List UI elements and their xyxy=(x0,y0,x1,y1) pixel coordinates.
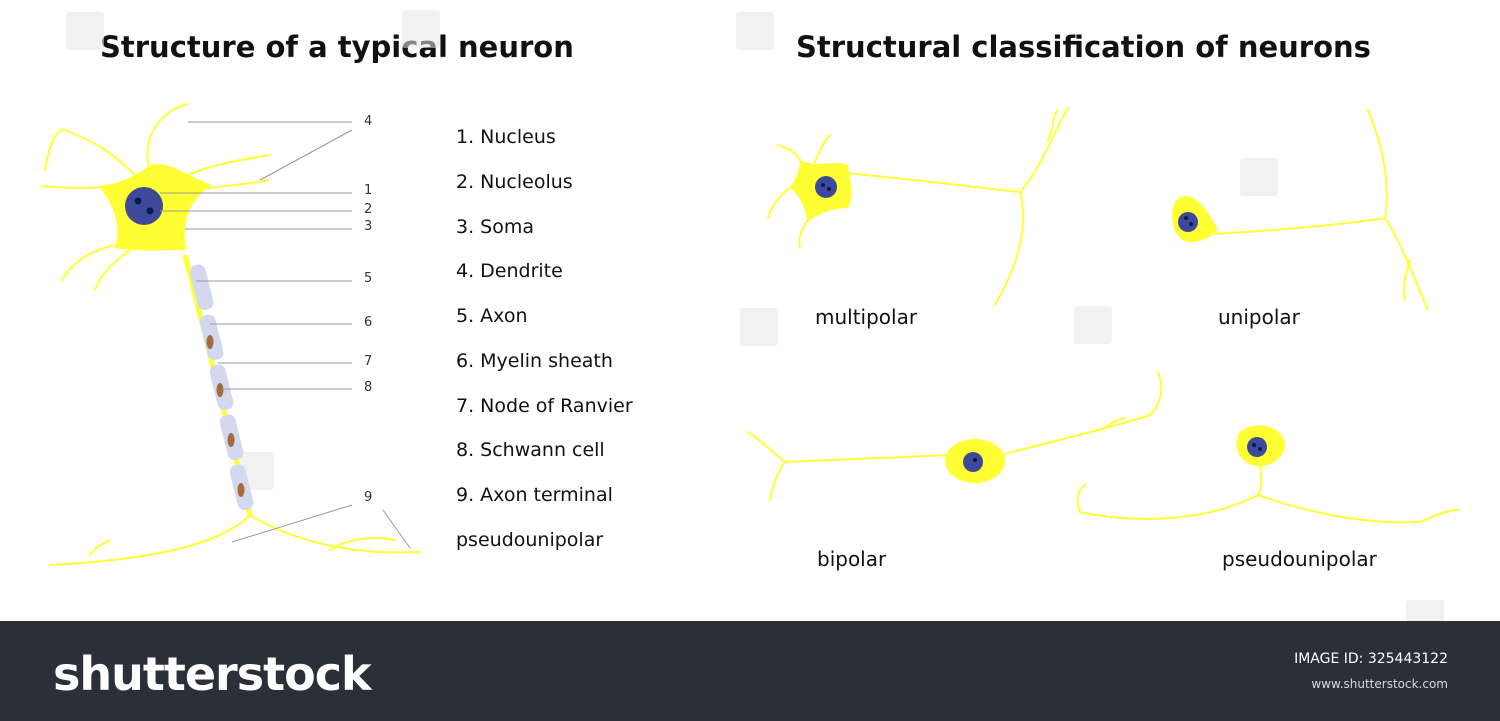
callout-number-1: 1 xyxy=(364,183,373,198)
watermark-tile xyxy=(740,308,778,346)
watermark-tile xyxy=(736,12,774,50)
image-id-label: IMAGE ID: xyxy=(1294,651,1364,667)
callout-number-5: 5 xyxy=(364,271,373,286)
legend-item: 4. Dendrite xyxy=(456,260,563,283)
label-multipolar: multipolar xyxy=(815,305,918,329)
legend-item: 7. Node of Ranvier xyxy=(456,394,633,417)
neuron-diagram xyxy=(41,103,1459,566)
callout-number-4: 4 xyxy=(364,114,373,129)
label-bipolar: bipolar xyxy=(817,547,887,571)
legend-item: 3. Soma xyxy=(456,215,535,238)
label-pseudounipolar: pseudounipolar xyxy=(1222,547,1377,571)
site-url: www.shutterstock.com xyxy=(1311,677,1448,691)
watermark-tile xyxy=(1240,158,1278,196)
legend-item: 9. Axon terminal xyxy=(456,484,613,506)
image-id-value: 325443122 xyxy=(1367,651,1448,667)
legend-item: 2. Nucleolus xyxy=(456,170,573,193)
nucleolus-icon xyxy=(134,197,142,205)
watermark-tile xyxy=(402,10,440,48)
legend-item: 5. Axon xyxy=(456,305,528,327)
structure-legend: 1. Nucleus 2. Nucleolus 3. Soma 4. Dendr… xyxy=(456,124,633,572)
bipolar-neuron xyxy=(747,371,1163,501)
legend-item: 1. Nucleus xyxy=(456,126,556,148)
unipolar-neuron xyxy=(1171,109,1429,311)
nucleolus-icon xyxy=(146,207,154,215)
callout-number-8: 8 xyxy=(364,380,373,395)
callout-number-7: 7 xyxy=(364,354,373,369)
watermark-tile xyxy=(1074,306,1112,344)
page-title-structure: Structure of a typical neuron xyxy=(100,30,574,64)
legend-item: 6. Myelin sheath xyxy=(456,349,613,372)
callout-number-3: 3 xyxy=(364,219,373,234)
typical-neuron-nucleus xyxy=(125,187,163,225)
watermark-tile xyxy=(66,12,104,50)
legend-item: 8. Schwann cell xyxy=(456,439,605,462)
image-id: IMAGE ID: 325443122 xyxy=(1294,651,1448,667)
pseudounipolar-neuron xyxy=(1076,425,1459,524)
multipolar-neuron xyxy=(767,107,1069,306)
typical-neuron-dendrites xyxy=(41,103,271,291)
shutterstock-logo: shutterstock xyxy=(53,647,372,701)
callout-number-2: 2 xyxy=(364,202,373,217)
callout-number-6: 6 xyxy=(364,315,373,330)
legend-item: pseudounipolar xyxy=(456,528,604,551)
axon-with-myelin xyxy=(182,254,254,516)
page-title-classification: Structural classification of neurons xyxy=(796,30,1371,64)
label-unipolar: unipolar xyxy=(1218,305,1300,329)
callout-lines xyxy=(160,121,411,549)
callout-number-9: 9 xyxy=(364,490,373,505)
axon-terminal xyxy=(49,514,421,566)
footer-bar: shutterstock IMAGE ID: 325443122 www.shu… xyxy=(0,621,1500,721)
